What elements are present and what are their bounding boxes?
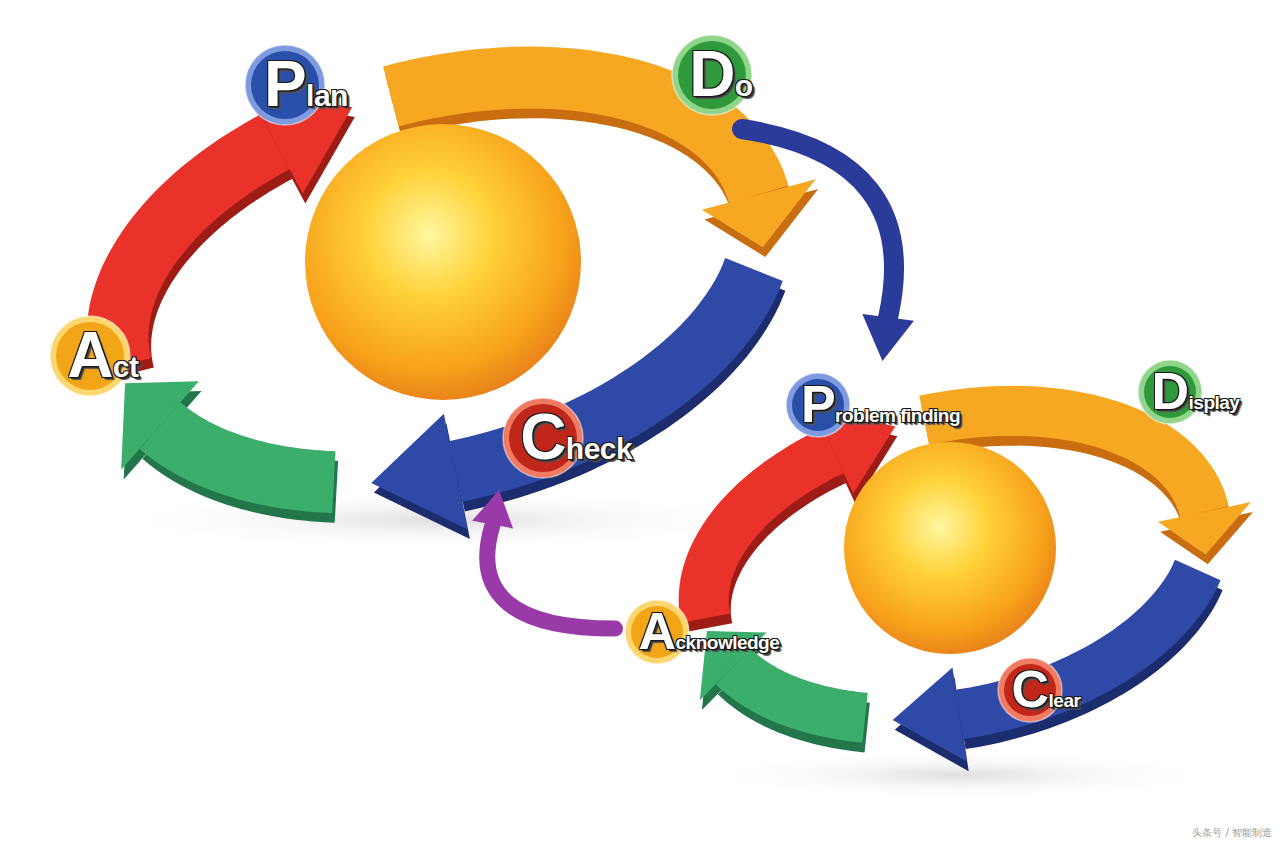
- sphere: [305, 124, 581, 400]
- cycle-ring: [645, 323, 1280, 823]
- ring-arrow-band: [160, 386, 334, 522]
- arrow-shaft: [487, 525, 615, 629]
- badge-edge: [672, 35, 752, 115]
- ring-arrow-head: [702, 179, 829, 260]
- badge-rim: [672, 35, 752, 115]
- stage-word: Problem finding: [801, 374, 960, 434]
- pdca-badge: Plan: [243, 43, 350, 127]
- cycle-ring: [35, 0, 883, 621]
- ring-arrow-band: [733, 642, 865, 743]
- pdca-badge: Display: [1136, 358, 1242, 426]
- ring-arrow-head: [686, 619, 777, 700]
- pdca-badge: Check: [501, 396, 635, 480]
- pdca-badge: Acknowledge: [623, 598, 782, 666]
- pdca-badge: Act: [48, 314, 141, 398]
- arrow-shaft: [742, 129, 894, 317]
- sphere: [844, 442, 1056, 654]
- watermark: 头条号 / 智能制造: [1192, 826, 1272, 840]
- stage-word: Acknowledge: [638, 601, 779, 661]
- pdca-badge: Do: [670, 33, 754, 117]
- stage-word: Plan: [264, 47, 348, 121]
- flow-arrow: [742, 129, 914, 361]
- stage-word: Check: [520, 400, 632, 474]
- ring-arrow-head: [885, 668, 973, 775]
- ring-arrow-head: [1158, 502, 1260, 563]
- pdca-badge: Clear: [996, 656, 1083, 724]
- flow-arrow: [472, 490, 615, 629]
- stage-word: Do: [689, 37, 753, 111]
- pdca-badge: Problem finding: [784, 371, 963, 439]
- ring-arrow-head: [359, 414, 474, 550]
- stage-word: Act: [67, 318, 138, 392]
- stage-word: Clear: [1011, 659, 1080, 719]
- ring-arrow-band: [677, 451, 862, 618]
- stage-word: Display: [1151, 361, 1239, 421]
